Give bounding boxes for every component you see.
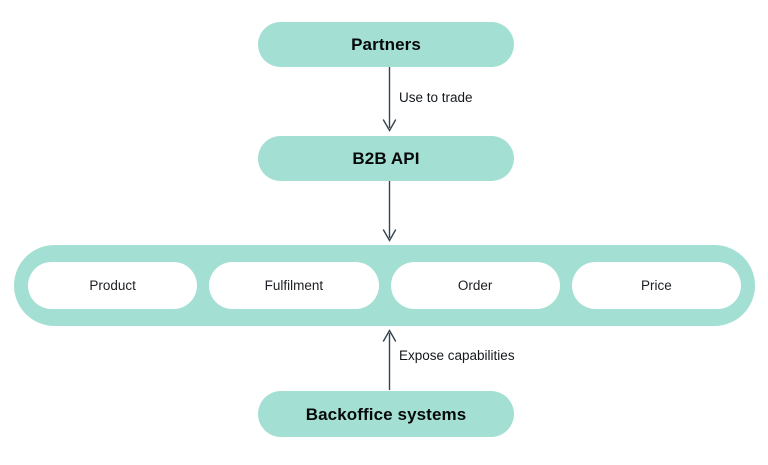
- node-backoffice-systems-label: Backoffice systems: [305, 404, 467, 424]
- edge-label-expose-capabilities: Expose capabilities: [399, 348, 515, 363]
- node-partners[interactable]: Partners: [258, 22, 514, 67]
- capability-item-price-label: Price: [640, 277, 672, 293]
- capability-item-fulfilment-label: Fulfilment: [264, 277, 324, 293]
- node-b2b-api-label: B2B API: [352, 149, 420, 168]
- capability-item-product[interactable]: Product: [28, 262, 198, 309]
- capability-item-order[interactable]: Order: [390, 262, 560, 309]
- capability-item-product-label: Product: [89, 277, 136, 293]
- arrow-b2b-api-to-capabilities: [382, 181, 397, 242]
- node-b2b-api[interactable]: B2B API: [258, 136, 514, 181]
- arrow-backoffice-to-capabilities: [382, 329, 397, 390]
- capability-item-fulfilment[interactable]: Fulfilment: [209, 262, 379, 309]
- node-partners-label: Partners: [351, 35, 421, 54]
- edge-label-use-to-trade: Use to trade: [399, 90, 473, 105]
- capability-item-order-label: Order: [457, 277, 493, 293]
- arrow-partners-to-b2b-api: [382, 67, 397, 132]
- capability-item-price[interactable]: Price: [571, 262, 741, 309]
- node-backoffice-systems[interactable]: Backoffice systems: [258, 391, 514, 437]
- capability-bar: Product Fulfilment Order Price: [14, 245, 755, 326]
